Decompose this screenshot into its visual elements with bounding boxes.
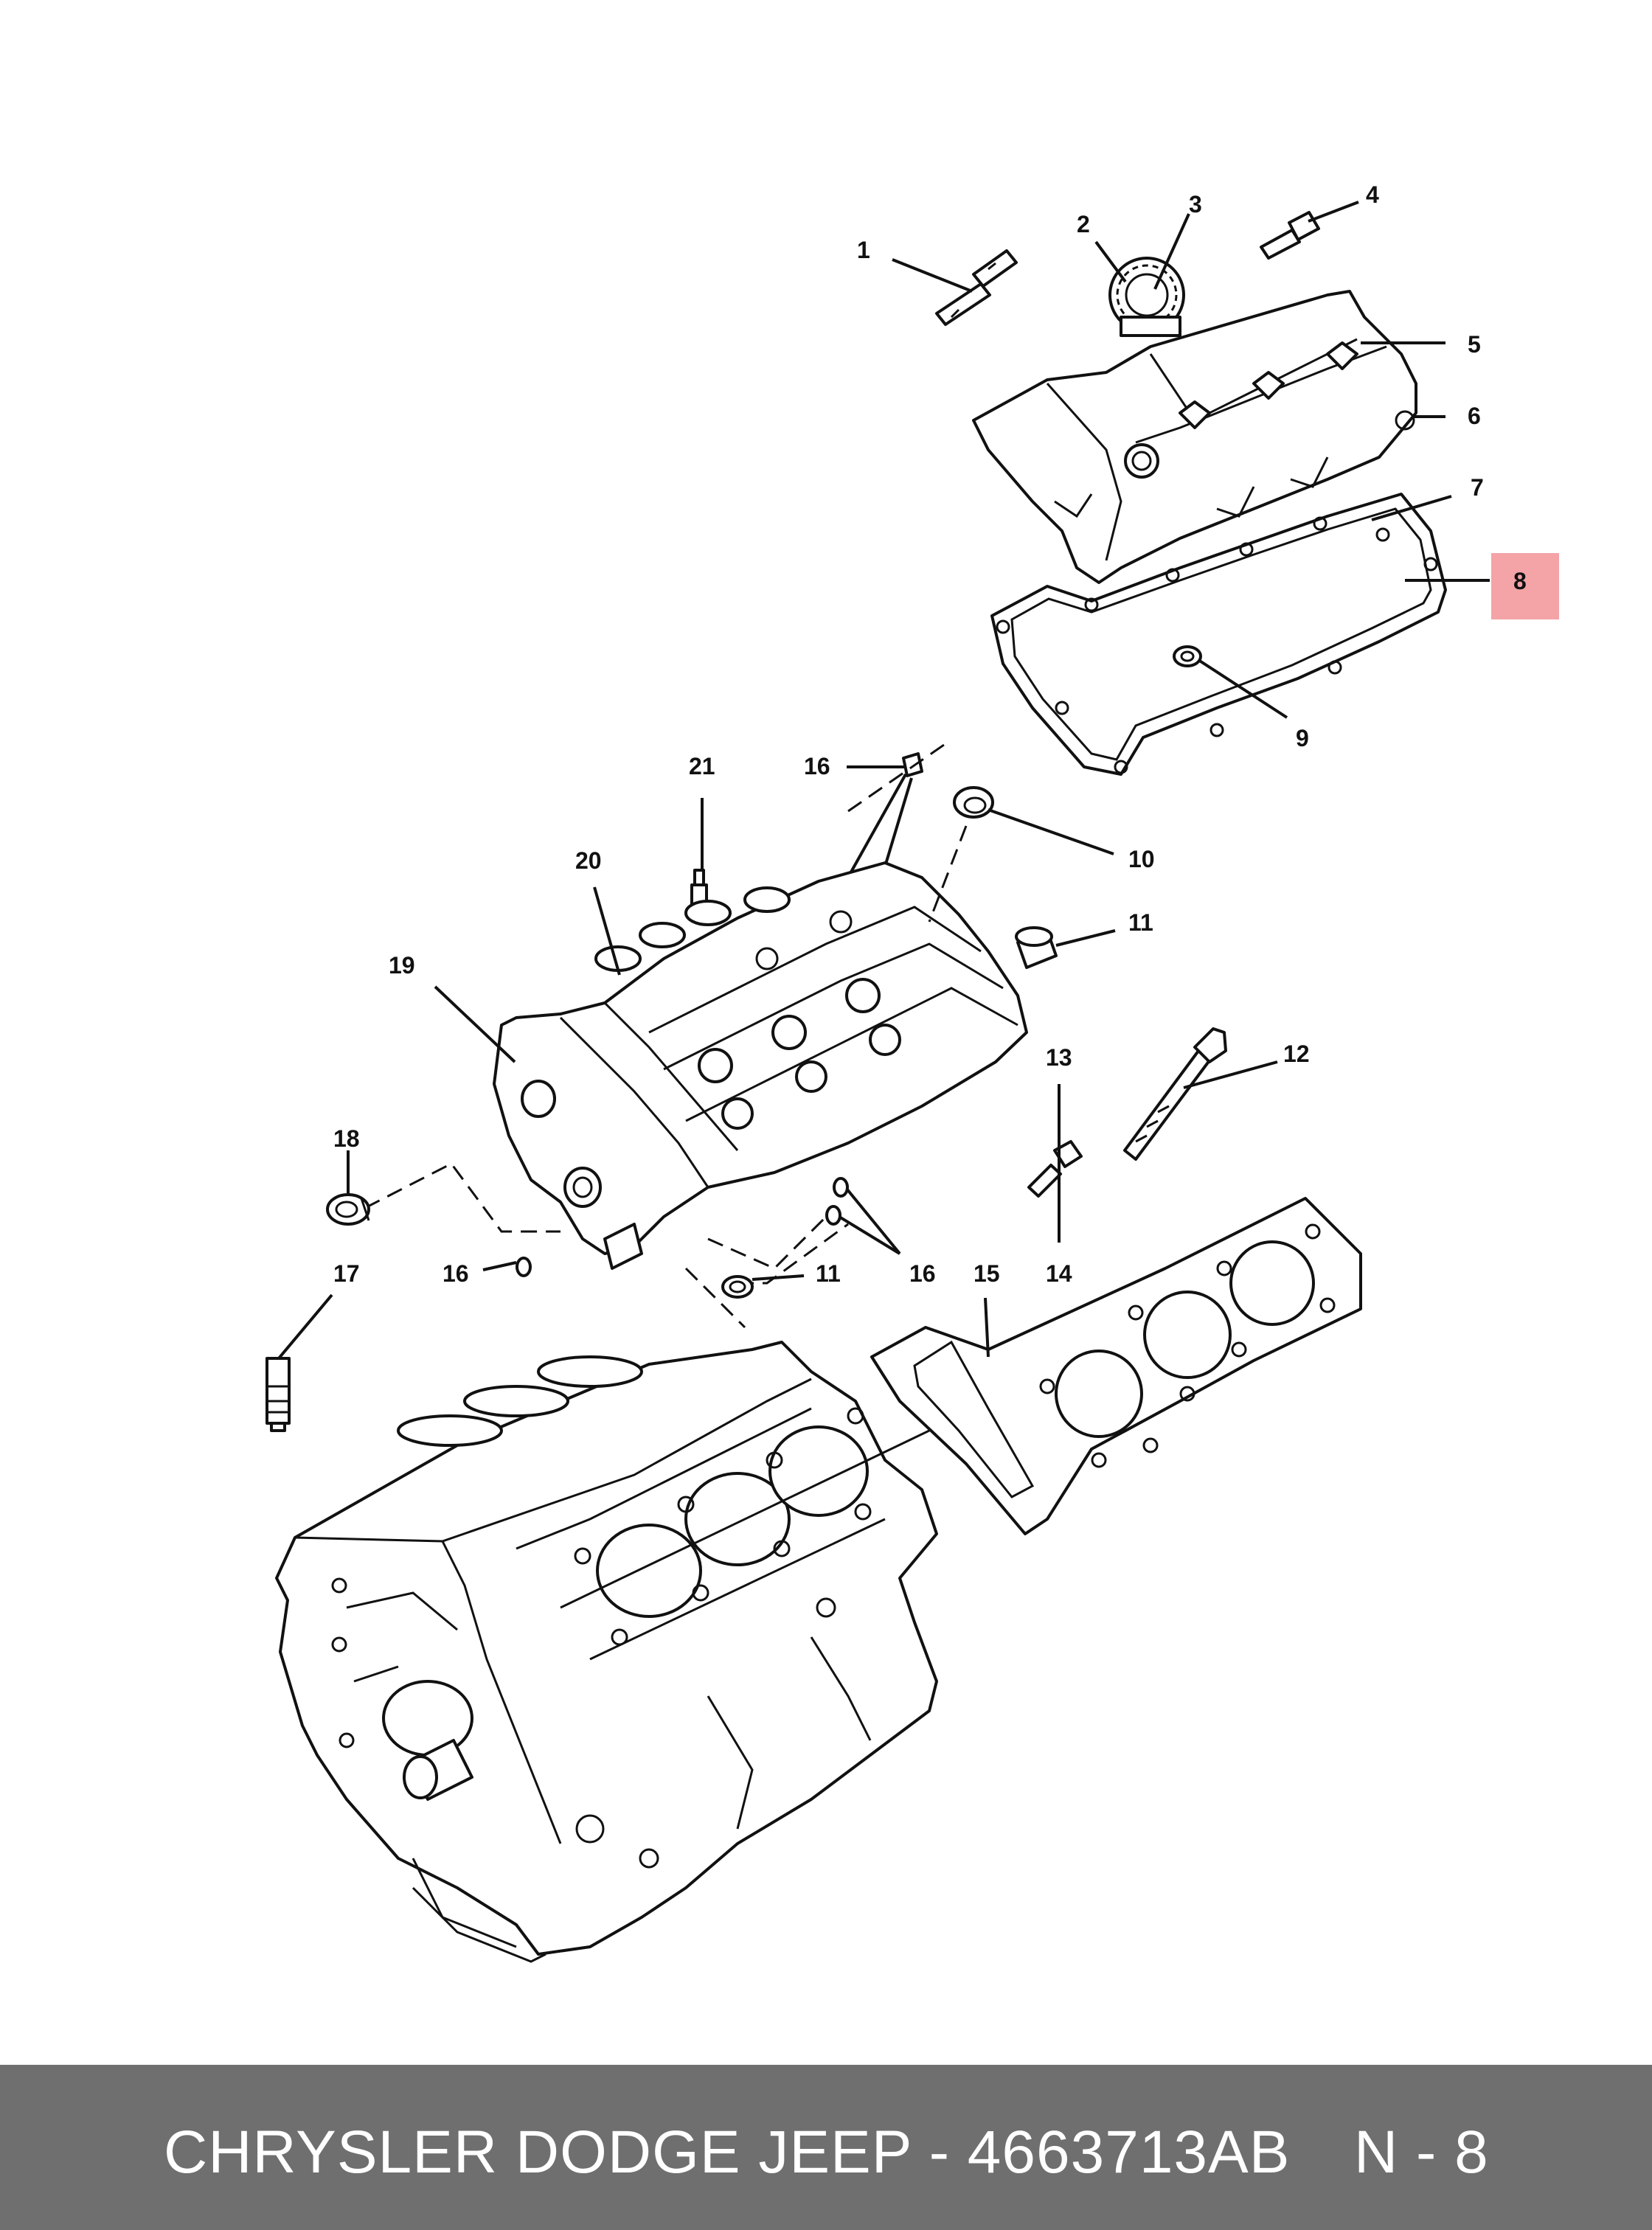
part-11-plug-lower — [721, 1275, 754, 1299]
leader-10 — [988, 808, 1114, 855]
footer-bar: CHRYSLER DODGE JEEP - 4663713AB N - 8 — [0, 2065, 1652, 2230]
leader-1 — [892, 258, 973, 293]
callout-9: 9 — [1296, 725, 1309, 751]
leader-11b — [752, 1274, 805, 1281]
callout-14: 14 — [1046, 1260, 1072, 1287]
leader-16c-1 — [845, 1187, 901, 1255]
leader-16c-2 — [838, 1215, 901, 1255]
part-10-seal — [953, 786, 994, 819]
leader-20 — [593, 886, 621, 976]
leader-7 — [1371, 495, 1452, 521]
leader-17 — [277, 1293, 333, 1360]
callout-16c: 16 — [909, 1260, 936, 1287]
part-12-head-bolt — [1123, 1027, 1227, 1161]
callout-3: 3 — [1189, 191, 1202, 218]
callout-11a: 11 — [1128, 909, 1153, 936]
leader-11a — [1055, 929, 1116, 947]
part-18-plug — [326, 1193, 370, 1226]
engine-block — [275, 1341, 938, 1963]
part-15-head-gasket — [870, 1197, 1362, 1535]
position-reference: N - 8 — [1354, 2119, 1489, 2186]
part-11-plug-upper — [1015, 926, 1058, 969]
leader-12 — [1183, 1060, 1278, 1089]
callout-21: 21 — [689, 753, 715, 779]
callout-2: 2 — [1077, 211, 1090, 237]
callout-17: 17 — [333, 1260, 360, 1287]
part-16-dowel-left — [516, 1257, 532, 1277]
parts-diagram: 1 2 3 4 5 6 — [266, 181, 1559, 1963]
callout-19: 19 — [389, 952, 415, 979]
callout-10: 10 — [1128, 846, 1155, 872]
leader-4 — [1308, 201, 1359, 223]
leader-2 — [1094, 240, 1127, 283]
callout-6: 6 — [1468, 403, 1481, 429]
leader-16b — [482, 1261, 517, 1271]
part-19-cylinder-head — [493, 861, 1028, 1270]
callout-8: 8 — [1513, 568, 1527, 594]
callout-4: 4 — [1366, 181, 1379, 208]
part-1-stud — [935, 249, 1018, 326]
part-2-sprocket — [1108, 257, 1185, 337]
callout-13: 13 — [1046, 1044, 1072, 1071]
callout-12: 12 — [1283, 1041, 1310, 1067]
callout-18: 18 — [333, 1125, 360, 1152]
part-9-grommet — [1173, 645, 1202, 667]
callout-20: 20 — [575, 847, 602, 874]
leader-15 — [984, 1297, 990, 1358]
part-16-dowel-right — [825, 1177, 849, 1226]
part-5-valve-cover — [972, 290, 1417, 584]
callout-7: 7 — [1471, 474, 1484, 501]
part-13-bolt — [1027, 1140, 1083, 1198]
leader-3 — [1153, 213, 1190, 290]
callout-11b: 11 — [816, 1260, 841, 1287]
part-16-clip-top — [902, 752, 923, 777]
callout-15: 15 — [974, 1260, 1000, 1287]
callout-8-highlight — [1491, 553, 1559, 619]
part-7-valve-cover-gasket — [990, 493, 1447, 776]
callout-16a: 16 — [804, 753, 830, 779]
leader-9 — [1197, 659, 1288, 719]
callout-16b: 16 — [442, 1260, 469, 1287]
part-17-sensor — [266, 1357, 291, 1432]
callout-5: 5 — [1468, 331, 1481, 358]
leader-19 — [434, 985, 516, 1063]
callout-1: 1 — [857, 237, 870, 263]
brand-part-number: CHRYSLER DODGE JEEP - 4663713AB — [164, 2119, 1291, 2186]
